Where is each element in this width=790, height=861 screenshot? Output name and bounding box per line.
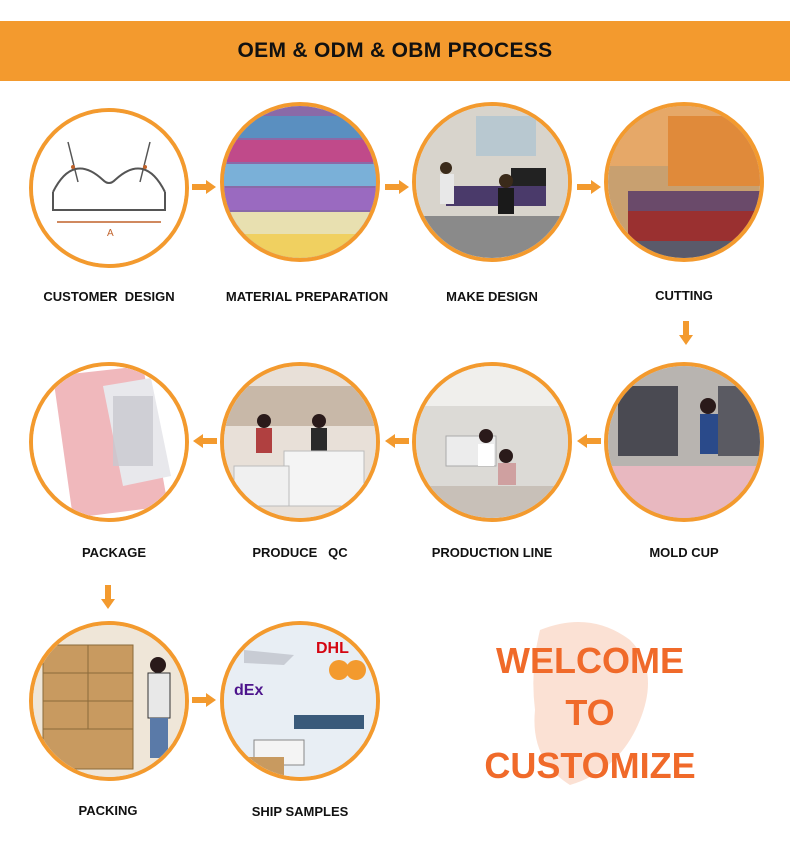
welcome-line-1: WELCOME xyxy=(496,640,684,681)
step-label: CUSTOMER DESIGN xyxy=(43,289,175,304)
step-mold-cup xyxy=(604,362,764,522)
arrow-down-icon xyxy=(101,585,115,609)
step-label: PRODUCE QC xyxy=(252,545,348,560)
step-label: MOLD CUP xyxy=(649,545,719,560)
step-cutting xyxy=(604,102,764,262)
step-packing xyxy=(29,621,189,781)
step-label: SHIP SAMPLES xyxy=(251,804,349,819)
arrow-left-icon xyxy=(577,434,601,448)
laser-cutting-image xyxy=(604,102,764,262)
step-package xyxy=(29,362,189,522)
arrow-left-icon xyxy=(193,434,217,448)
package-bag-image xyxy=(29,362,189,522)
sewing-line-image xyxy=(412,362,572,522)
quality-check-image xyxy=(220,362,380,522)
svg-text:dEx: dEx xyxy=(234,682,263,699)
welcome-line-3: CUSTOMIZE xyxy=(484,745,696,786)
step-production-line xyxy=(412,362,572,522)
header-banner xyxy=(0,21,790,81)
step-ship-samples: DHL dEx xyxy=(220,621,380,781)
step-customer-design: A xyxy=(29,108,189,268)
welcome-line-2: TO xyxy=(565,692,615,733)
step-label: CUTTING xyxy=(655,288,713,303)
arrow-right-icon xyxy=(385,180,409,194)
bra-sketch-image: A xyxy=(29,108,189,268)
courier-shipping-image: DHL dEx xyxy=(220,621,380,781)
arrow-down-icon xyxy=(679,321,693,345)
step-make-design xyxy=(412,102,572,262)
arrow-right-icon xyxy=(192,693,216,707)
step-produce-qc xyxy=(220,362,380,522)
fabric-rolls-image xyxy=(220,102,380,262)
step-label: PACKAGE xyxy=(81,545,147,560)
mold-cup-machine-image xyxy=(604,362,764,522)
svg-text:DHL: DHL xyxy=(316,640,349,657)
step-material-preparation xyxy=(220,102,380,262)
step-label: PRODUCTION LINE xyxy=(431,545,553,560)
arrow-right-icon xyxy=(192,180,216,194)
watermark-logo-icon xyxy=(533,622,648,785)
step-label: MAKE DESIGN xyxy=(446,289,538,304)
design-office-image xyxy=(412,102,572,262)
arrow-right-icon xyxy=(577,180,601,194)
step-label: MATERIAL PREPARATION xyxy=(225,289,389,304)
welcome-block: WELCOME TO CUSTOMIZE xyxy=(470,620,720,820)
svg-text:A: A xyxy=(107,228,114,239)
page-title: OEM & ODM & OBM PROCESS xyxy=(237,39,553,62)
carton-boxes-image xyxy=(29,621,189,781)
step-label: PACKING xyxy=(78,803,138,818)
arrow-left-icon xyxy=(385,434,409,448)
